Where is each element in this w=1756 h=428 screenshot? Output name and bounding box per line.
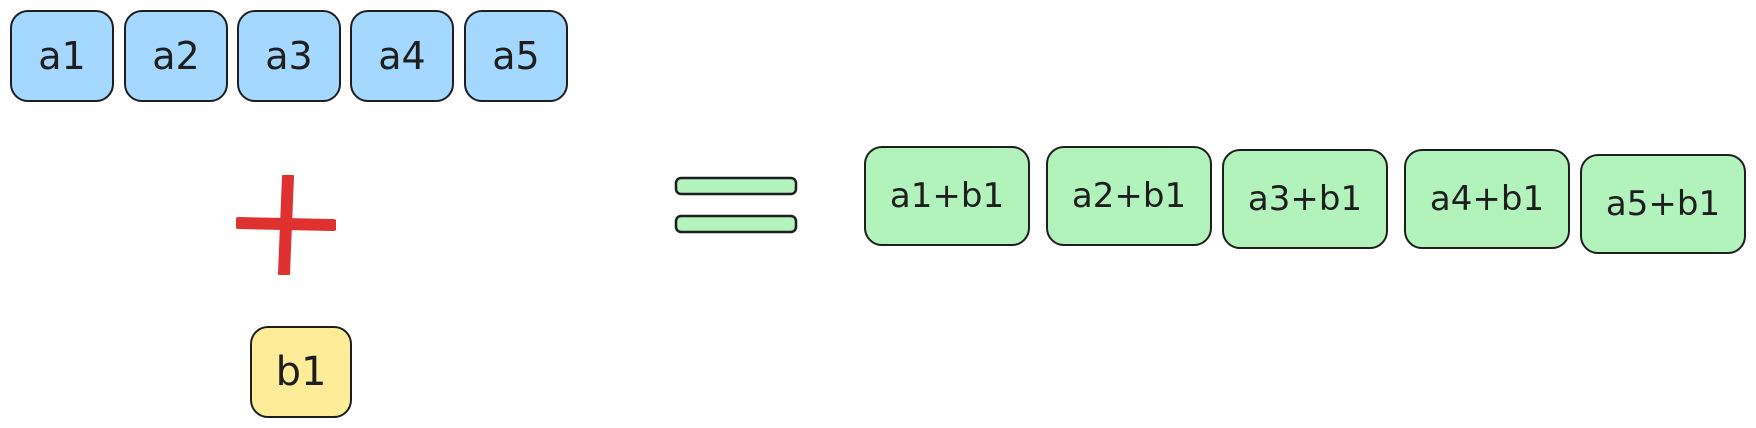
- plus-sign-icon: [236, 175, 336, 275]
- result-box-2: a2+b1: [1046, 146, 1212, 246]
- a-box-4: a4: [350, 10, 454, 102]
- equals-sign-icon: [674, 176, 798, 234]
- a-box-5: a5: [464, 10, 568, 102]
- result-box-5: a5+b1: [1580, 154, 1746, 254]
- result-box-4: a4+b1: [1404, 149, 1570, 249]
- result-box-1: a1+b1: [864, 146, 1030, 246]
- b-box: b1: [250, 326, 352, 418]
- result-box-3: a3+b1: [1222, 149, 1388, 249]
- a-box-1: a1: [10, 10, 114, 102]
- a-box-3: a3: [237, 10, 341, 102]
- a-box-2: a2: [124, 10, 228, 102]
